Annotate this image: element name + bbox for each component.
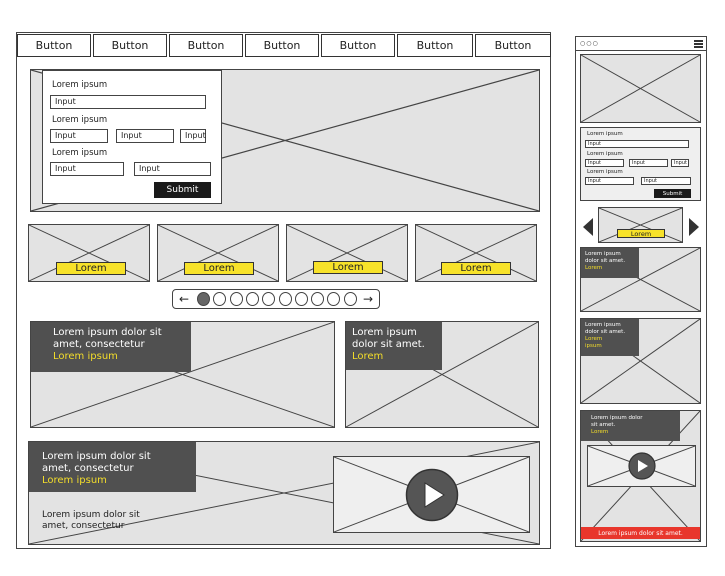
mobile-form-label-1: Lorem ipsum <box>587 131 623 137</box>
feature-left-overlay: Lorem ipsum dolor sit amet, consectetur … <box>31 322 191 372</box>
mobile-submit-button[interactable]: Submit <box>654 189 691 198</box>
video-section-text: Lorem ipsum dolor sit amet, consectetur <box>42 451 151 474</box>
mobile-card-2-overlay: Lorem ipsum dolor sit amet. Lorem ipsum <box>581 319 639 356</box>
placeholder-cross-icon <box>416 225 536 281</box>
pager-dot-1[interactable] <box>197 292 210 306</box>
form-input-full[interactable]: Input <box>50 95 206 109</box>
pager-dot-10[interactable] <box>343 292 357 306</box>
carousel-prev-arrow-icon[interactable] <box>582 217 594 237</box>
mobile-footer-bar[interactable]: Lorem ipsum dolor sit amet. <box>581 527 700 539</box>
nav-button-1[interactable]: Button <box>17 34 91 57</box>
mobile-form-input-b[interactable]: Input <box>629 159 668 167</box>
mobile-card-2-text: Lorem ipsum dolor sit amet. <box>585 322 626 335</box>
nav-button-7[interactable]: Button <box>475 34 551 57</box>
form-label-1: Lorem ipsum <box>52 80 108 90</box>
mobile-form-input-full[interactable]: Input <box>585 140 689 148</box>
feature-right-overlay: Lorem ipsum dolor sit amet. Lorem <box>346 322 442 370</box>
desktop-frame <box>16 32 551 549</box>
mobile-form-label-3: Lorem ipsum <box>587 169 623 175</box>
form-input-e[interactable]: Input <box>134 162 211 176</box>
form-label-2: Lorem ipsum <box>52 115 108 125</box>
video-section-overlay: Lorem ipsum dolor sit amet, consectetur … <box>29 442 196 492</box>
thumbnail-tag-3: Lorem <box>313 261 383 274</box>
pager-dot-7[interactable] <box>294 292 308 306</box>
nav-button-3[interactable]: Button <box>169 34 243 57</box>
placeholder-cross-icon <box>581 55 700 122</box>
thumbnail-tag-4: Lorem <box>441 262 511 275</box>
pager-dot-4[interactable] <box>245 292 259 306</box>
mobile-card-2-highlight[interactable]: Lorem ipsum <box>585 336 603 349</box>
form-input-a[interactable]: Input <box>50 129 108 143</box>
mobile-card-3-text: Lorem ipsum dolor sit amet. <box>591 415 643 428</box>
mobile-card-3-highlight[interactable]: Lorem <box>591 429 609 435</box>
mobile-play-icon[interactable] <box>628 452 656 480</box>
mobile-card-1-highlight[interactable]: Lorem <box>585 265 603 271</box>
placeholder-cross-icon <box>158 225 278 281</box>
mobile-card-3-overlay: Lorem ipsum dolor sit amet. Lorem <box>581 411 680 441</box>
placeholder-cross-icon <box>287 225 407 281</box>
submit-button[interactable]: Submit <box>154 182 211 198</box>
play-icon[interactable] <box>405 468 459 522</box>
pager-dot-8[interactable] <box>311 292 325 306</box>
video-section-caption: Lorem ipsum dolor sit amet, consectetur <box>42 510 140 531</box>
video-section-highlight[interactable]: Lorem ipsum <box>42 475 107 486</box>
pager-dot-9[interactable] <box>327 292 341 306</box>
mobile-form-input-a[interactable]: Input <box>585 159 624 167</box>
thumbnail-tag-2: Lorem <box>184 262 254 275</box>
feature-left-text: Lorem ipsum dolor sit amet, consectetur <box>53 327 162 350</box>
pager-dot-6[interactable] <box>278 292 292 306</box>
mobile-card-1-placeholder <box>580 247 701 312</box>
mobile-card-1-text: Lorem ipsum dolor sit amet. <box>585 251 626 264</box>
mobile-card-1-overlay: Lorem ipsum dolor sit amet. Lorem <box>581 248 639 278</box>
mobile-video-player[interactable] <box>587 445 696 487</box>
nav-button-2[interactable]: Button <box>93 34 167 57</box>
hamburger-menu-icon[interactable] <box>694 40 703 48</box>
pager-dot-5[interactable] <box>262 292 276 306</box>
form-input-d[interactable]: Input <box>50 162 124 176</box>
carousel-next-arrow-icon[interactable] <box>688 217 700 237</box>
placeholder-cross-icon <box>29 225 149 281</box>
mobile-form-input-e[interactable]: Input <box>641 177 691 185</box>
form-input-c[interactable]: Input <box>180 129 206 143</box>
nav-button-5[interactable]: Button <box>321 34 395 57</box>
mobile-form-input-d[interactable]: Input <box>585 177 634 185</box>
mobile-carousel-tag: Lorem <box>617 229 665 238</box>
pager-prev-button[interactable]: ← <box>178 292 190 306</box>
nav-button-4[interactable]: Button <box>245 34 319 57</box>
pager-dot-2[interactable] <box>213 292 227 306</box>
form-input-b[interactable]: Input <box>116 129 174 143</box>
mobile-form-input-c[interactable]: Input <box>671 159 689 167</box>
thumbnail-tag-1: Lorem <box>56 262 126 275</box>
pager-dot-3[interactable] <box>229 292 243 306</box>
feature-left-highlight[interactable]: Lorem ipsum <box>53 351 118 362</box>
nav-button-6[interactable]: Button <box>397 34 473 57</box>
form-label-3: Lorem ipsum <box>52 148 108 158</box>
placeholder-cross-icon <box>599 208 682 242</box>
feature-right-text: Lorem ipsum dolor sit amet. <box>352 327 425 350</box>
feature-right-highlight[interactable]: Lorem <box>352 351 384 362</box>
mobile-form-label-2: Lorem ipsum <box>587 151 623 157</box>
pager-next-button[interactable]: → <box>362 292 374 306</box>
mobile-header-divider <box>575 50 707 51</box>
mobile-hero-placeholder <box>580 54 701 123</box>
mobile-window-dots-icon: ○○○ <box>580 40 599 47</box>
